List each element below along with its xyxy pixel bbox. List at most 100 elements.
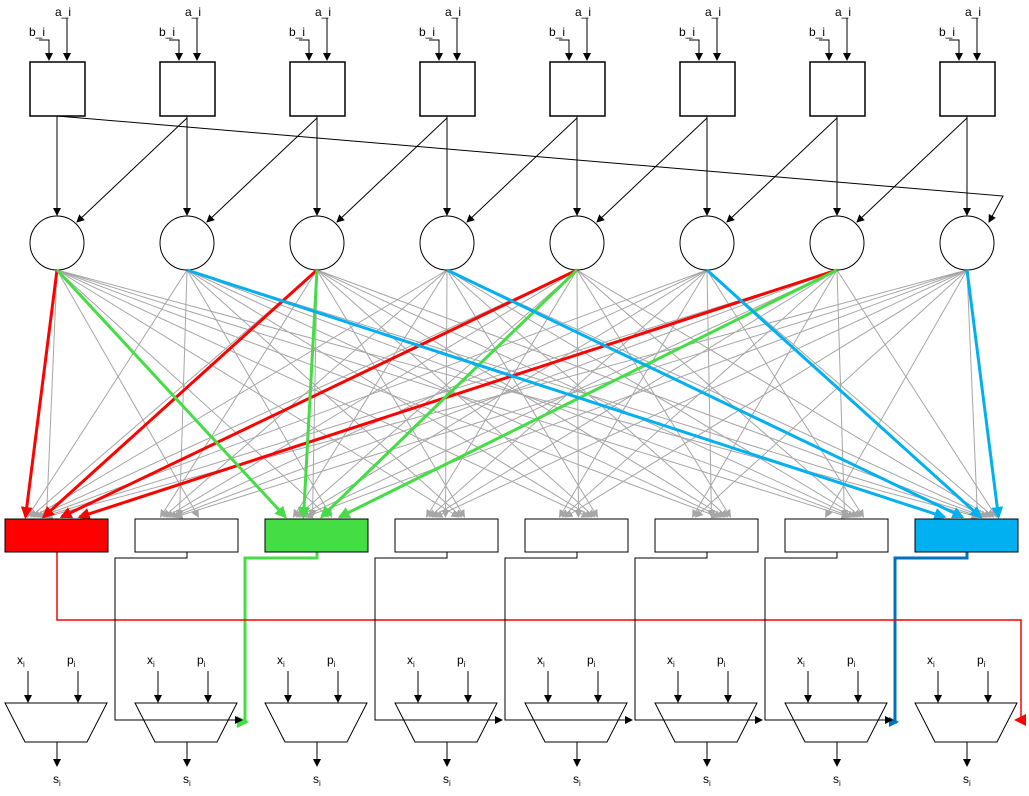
x-input-label-6: xi [797, 653, 805, 669]
x-input-label-4-subscript: i [543, 660, 545, 669]
p-input-label-0-letter: p [67, 653, 74, 667]
sum-output-label-1-letter: s [183, 772, 189, 786]
gray-link-4-to-1 [165, 269, 578, 518]
sum-output-label-5: si [703, 772, 711, 788]
gray-link-4-to-7 [576, 269, 992, 518]
x-input-label-2: xi [277, 653, 285, 669]
sum-output-label-6-letter: s [833, 772, 839, 786]
p-input-label-7: pi [977, 653, 986, 669]
sum-output-label-5-letter: s [703, 772, 709, 786]
pg-cell-1 [159, 61, 216, 117]
carry-box-1 [134, 518, 239, 553]
b-input-arrow-6 [819, 39, 833, 61]
pg-cell-6 [809, 61, 866, 117]
wrap-around-line [56, 115, 1004, 223]
sum-output-label-2-letter: s [313, 772, 319, 786]
sum-output-label-4-subscript: i [579, 779, 581, 788]
gray-link-5-to-6 [706, 269, 865, 518]
gray-link-7-to-4 [564, 269, 968, 518]
x-input-label-4: xi [537, 653, 545, 669]
cyan-bus-7-to-7 [965, 269, 1004, 519]
p-input-label-1-letter: p [197, 653, 204, 667]
sum-unit-6 [784, 702, 888, 743]
p-input-label-6-subscript: i [854, 660, 856, 669]
x-input-label-1-subscript: i [153, 660, 155, 669]
carry-box-2 [264, 518, 369, 553]
p-input-label-0-subscript: i [74, 660, 76, 669]
gray-link-6-to-6 [836, 269, 849, 518]
gray-link-1-to-0 [26, 269, 188, 518]
prefix-node-4 [549, 215, 605, 271]
sum-output-label-0-letter: s [53, 772, 59, 786]
prefix-node-2 [289, 215, 345, 271]
carry-diagonal-1 [206, 117, 318, 223]
gray-link-3-to-7 [446, 269, 989, 518]
carry-diagonal-6 [856, 117, 968, 223]
p-input-label-5-subscript: i [724, 660, 726, 669]
pg-cell-4 [549, 61, 606, 117]
gray-link-2-to-1 [159, 269, 318, 518]
b-input-arrow-4 [559, 39, 573, 61]
sum-output-label-4-letter: s [573, 772, 579, 786]
a-input-label-5: a_i [705, 5, 721, 19]
carry-box-4 [524, 518, 629, 553]
pg-cell-7 [939, 61, 996, 117]
carry-diagonal-3 [466, 117, 578, 223]
cyan-bus-5-to-7 [705, 268, 982, 519]
green-bus-0-to-2 [55, 268, 287, 519]
a-input-label-1: a_i [185, 5, 201, 19]
a-input-label-7: a_i [965, 5, 981, 19]
p-input-label-3-letter: p [457, 653, 464, 667]
gray-link-4-to-4 [574, 269, 583, 518]
carry-path-6 [764, 552, 893, 724]
x-input-label-3-letter: x [407, 653, 413, 667]
p-input-label-4-letter: p [587, 653, 594, 667]
sum-output-label-1-subscript: i [189, 779, 191, 788]
gray-link-6-to-0 [41, 269, 838, 519]
x-input-label-5-letter: x [667, 653, 673, 667]
b-input-arrow-5 [689, 39, 703, 61]
sum-output-label-0-subscript: i [59, 779, 61, 788]
p-input-label-5: pi [717, 653, 726, 669]
gray-link-3-to-1 [162, 269, 448, 518]
p-input-label-2-letter: p [327, 653, 334, 667]
gray-link-7-to-1 [174, 269, 968, 519]
gray-link-5-to-2 [298, 269, 708, 518]
p-input-label-2-subscript: i [334, 660, 336, 669]
x-input-label-1: xi [147, 653, 155, 669]
prefix-node-6 [809, 215, 865, 271]
red-bus-2-to-0 [42, 268, 319, 519]
x-input-label-0-subscript: i [23, 660, 25, 669]
sum-output-label-6: si [833, 772, 841, 788]
gray-link-0-to-0 [42, 269, 58, 518]
x-input-label-7-subscript: i [933, 660, 935, 669]
gray-link-4-to-3 [425, 269, 578, 518]
p-input-label-4-subscript: i [594, 660, 596, 669]
b-input-label-0: b_i [29, 25, 45, 39]
sum-output-label-5-subscript: i [709, 779, 711, 788]
sum-unit-3 [394, 702, 498, 743]
prefix-node-1 [159, 215, 215, 271]
sum-unit-2 [264, 702, 368, 743]
x-input-label-1-letter: x [147, 653, 153, 667]
red-wrap-carry-path [56, 552, 1026, 726]
carry-diagonal-5 [726, 117, 838, 223]
pg-cell-2 [289, 61, 346, 117]
sum-output-label-3-subscript: i [449, 779, 451, 788]
x-input-label-3-subscript: i [413, 660, 415, 669]
p-input-label-7-subscript: i [984, 660, 986, 669]
pg-cell-3 [419, 61, 476, 117]
sum-output-label-7-letter: s [963, 772, 969, 786]
a-input-label-6: a_i [835, 5, 851, 19]
green-bus-6-to-2 [337, 268, 838, 519]
gray-link-5-to-4 [558, 269, 708, 518]
b-input-arrow-1 [169, 39, 183, 61]
x-input-label-4-letter: x [537, 653, 543, 667]
b-input-label-5: b_i [679, 25, 695, 39]
b-input-label-3: b_i [419, 25, 435, 39]
sum-unit-0 [4, 702, 108, 743]
sum-output-label-0: si [53, 772, 61, 788]
sum-unit-7 [914, 702, 1018, 743]
b-input-label-1: b_i [159, 25, 175, 39]
